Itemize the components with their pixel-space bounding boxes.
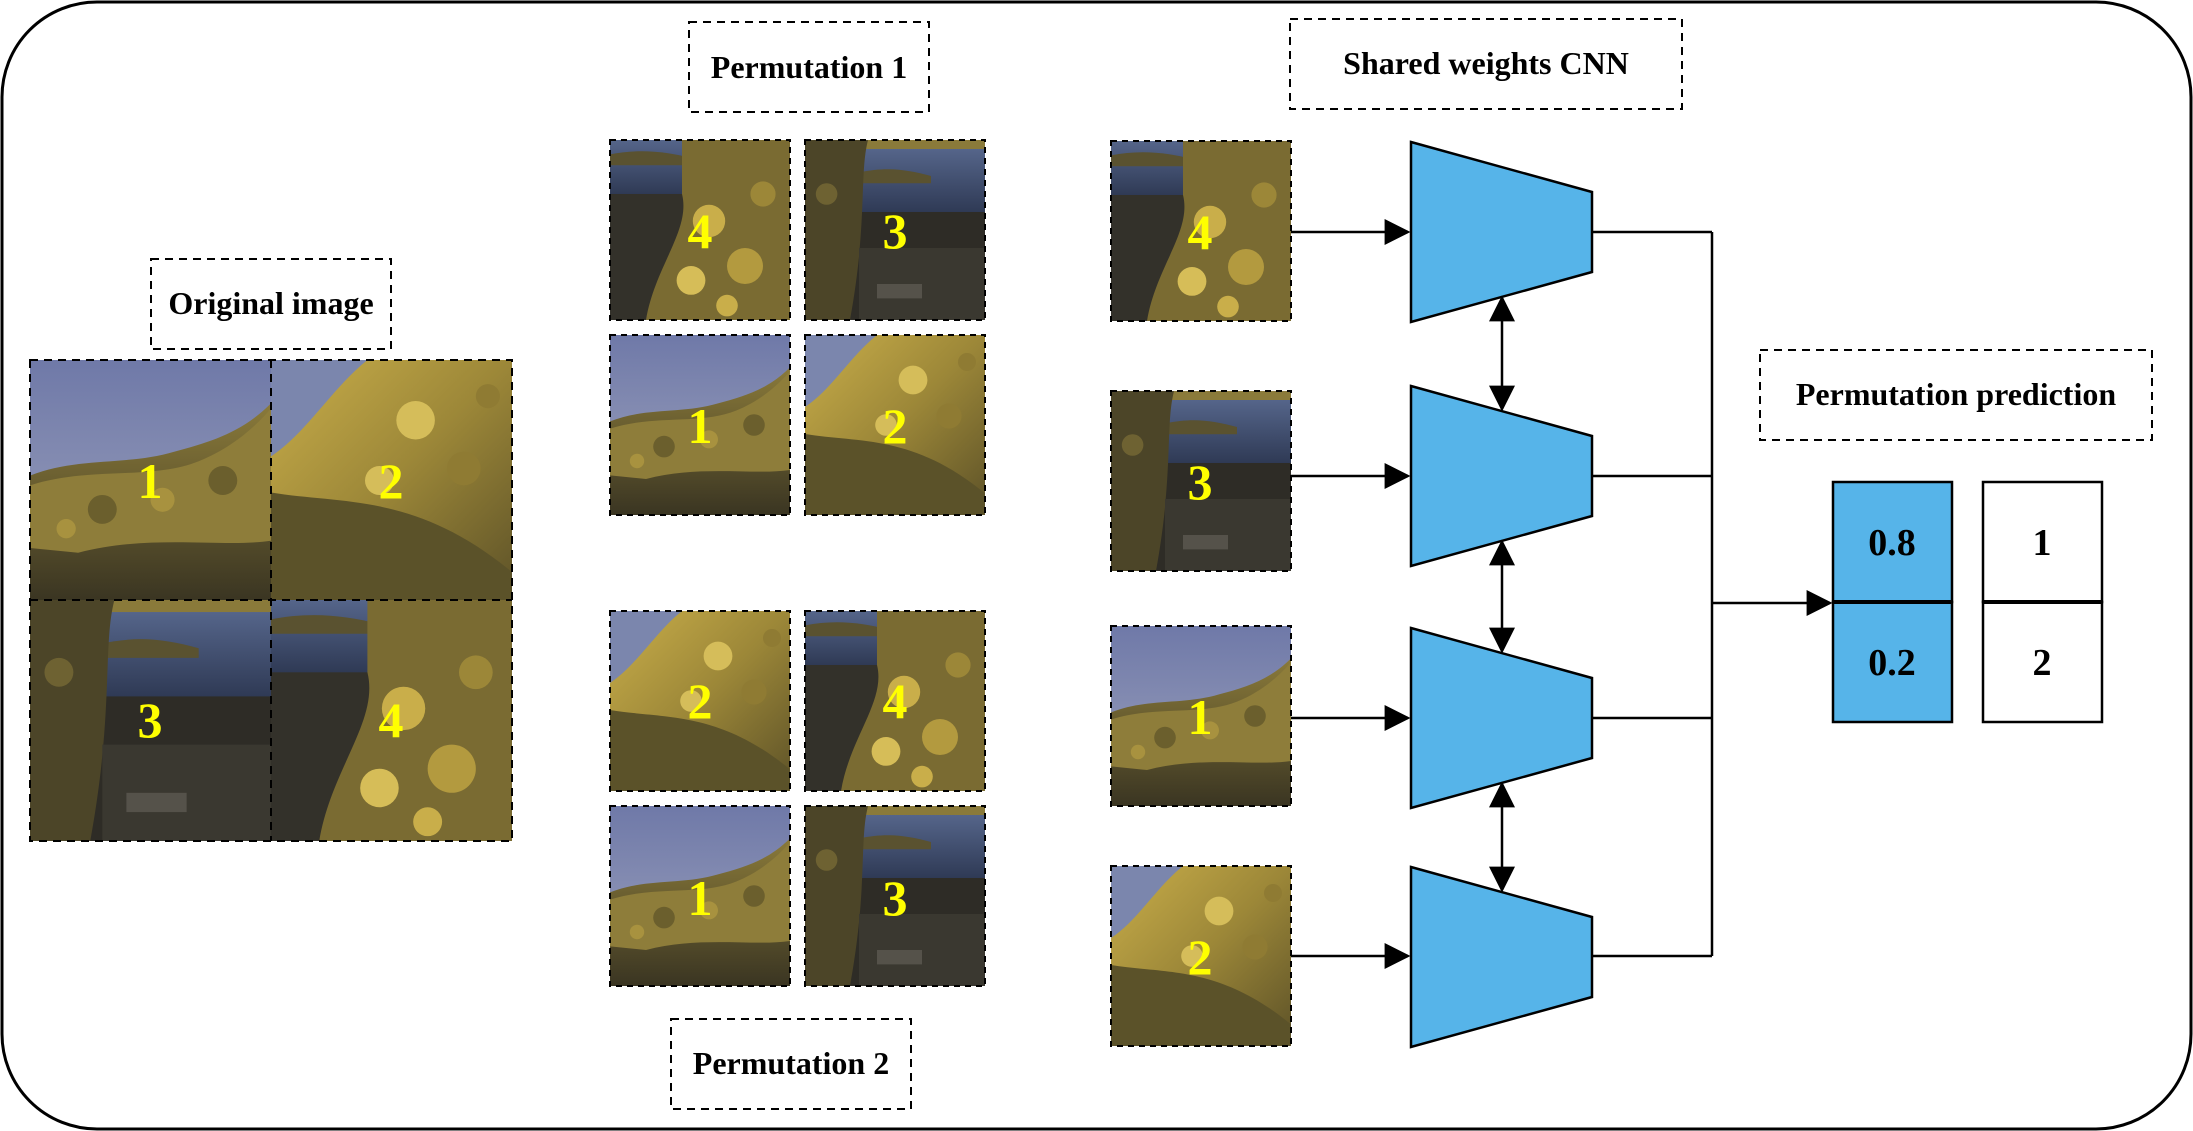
original-tile-number: 4	[379, 692, 404, 748]
permutation-1-label: Permutation 1	[688, 21, 930, 113]
permutation-1-tile-number: 4	[688, 203, 713, 259]
svg-text:Permutation prediction: Permutation prediction	[1796, 376, 2116, 412]
cnn-input-tile-number: 3	[1188, 454, 1213, 510]
permutation-1-tile-number: 1	[688, 398, 713, 454]
original-tile-number: 1	[138, 453, 163, 509]
permutation-2-label: Permutation 2	[670, 1018, 912, 1110]
cnn-encoders	[1409, 140, 1594, 1049]
svg-text:Permutation 1: Permutation 1	[711, 49, 907, 85]
permutation-id-cell: 2	[2033, 642, 2052, 684]
prediction-permutation-ids: 1 2	[1981, 480, 2104, 724]
prediction-probabilities: 0.8 0.2	[1831, 480, 1954, 724]
permutation-1-tile-number: 2	[883, 398, 908, 454]
cnn-encoder	[1409, 865, 1594, 1049]
permutation-1-tile-number: 3	[883, 203, 908, 259]
prediction-label: Permutation prediction	[1759, 349, 2153, 441]
original-image: 1 2 3 4	[29, 359, 513, 842]
permutation-2-tile-number: 4	[883, 673, 908, 729]
output-connectors	[1592, 230, 1833, 958]
cnn-encoder	[1409, 384, 1594, 568]
cnn-input-tile-number: 2	[1188, 929, 1213, 985]
permutation-2-tile-number: 1	[688, 870, 713, 926]
cnn-encoder	[1409, 626, 1594, 810]
original-tile-number: 3	[138, 692, 163, 748]
svg-text:Permutation 2: Permutation 2	[693, 1045, 889, 1081]
cnn-encoder	[1409, 140, 1594, 324]
permutation-1-grid: 4 3 1 2	[609, 139, 986, 516]
svg-text:Shared weights CNN: Shared weights CNN	[1343, 45, 1629, 81]
original-tile-number: 2	[379, 453, 404, 509]
shared-cnn-label: Shared weights CNN	[1289, 18, 1683, 110]
permutation-id-cell: 1	[2033, 522, 2052, 564]
permutation-2-grid: 2 4 1 3	[609, 610, 986, 987]
input-arrows	[1291, 219, 1411, 969]
cnn-input-tile-number: 4	[1188, 204, 1213, 260]
original-image-label: Original image	[150, 258, 392, 350]
permutation-2-tile-number: 3	[883, 870, 908, 926]
cnn-input-tile-number: 1	[1188, 689, 1213, 745]
probability-cell: 0.8	[1868, 522, 1916, 564]
svg-text:Original image: Original image	[168, 285, 373, 321]
permutation-2-tile-number: 2	[688, 673, 713, 729]
probability-cell: 0.2	[1868, 642, 1916, 684]
